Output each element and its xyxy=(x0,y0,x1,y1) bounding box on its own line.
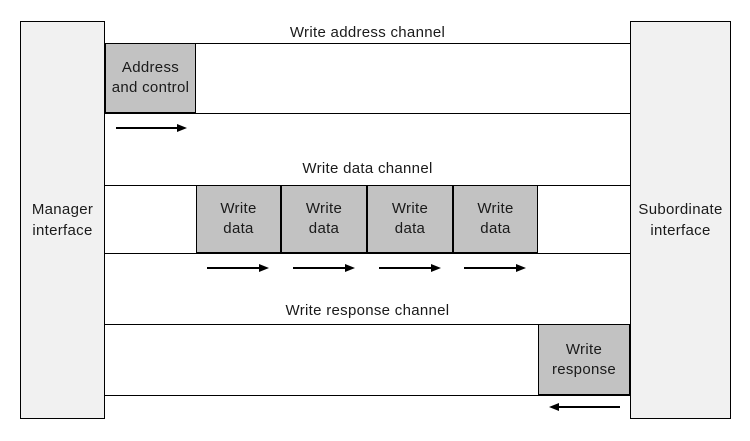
write-address-channel-title: Write address channel xyxy=(289,24,446,41)
write-data-label-line2: data xyxy=(308,220,340,237)
write-response-channel-title: Write response channel xyxy=(285,302,450,319)
arrow-shaft xyxy=(116,127,177,129)
right-arrow-icon xyxy=(379,263,441,273)
address-and-control-box: Address and control xyxy=(105,43,196,113)
write-data-label-line1: Write xyxy=(477,200,514,217)
left-arrow-icon xyxy=(549,402,620,412)
write-response-label-line2: response xyxy=(551,360,617,378)
write-data-box-3: Write data xyxy=(367,185,453,253)
write-data-box-4: Write data xyxy=(453,185,538,253)
arrow-head xyxy=(345,264,355,272)
lane-divider xyxy=(105,253,631,254)
lane-divider xyxy=(105,324,631,325)
right-arrow-icon xyxy=(464,263,526,273)
lane-divider xyxy=(105,43,631,44)
arrow-head xyxy=(516,264,526,272)
address-and-control-label-line1: Address xyxy=(121,59,180,76)
right-arrow-icon xyxy=(116,123,187,133)
write-data-label-line1: Write xyxy=(220,200,257,217)
arrow-head xyxy=(431,264,441,272)
subordinate-interface-label-line1: Subordinate xyxy=(638,201,723,218)
arrow-head xyxy=(177,124,187,132)
write-response-label-line1: Write xyxy=(565,340,603,358)
write-data-box-2: Write data xyxy=(281,185,367,253)
right-arrow-icon xyxy=(293,263,355,273)
manager-interface-label-line2: interface xyxy=(32,222,93,239)
write-data-label-line1: Write xyxy=(391,200,429,217)
arrow-head xyxy=(549,403,559,411)
arrow-head xyxy=(259,264,269,272)
arrow-shaft xyxy=(464,267,516,269)
manager-interface-label-line1: Manager xyxy=(31,201,94,218)
lane-divider xyxy=(105,113,631,114)
arrow-shaft xyxy=(559,406,620,408)
lane-divider xyxy=(105,395,631,396)
subordinate-interface-label-line2: interface xyxy=(650,222,711,239)
subordinate-interface-box: Subordinate interface xyxy=(630,21,731,419)
write-data-label-line2: data xyxy=(394,220,426,237)
address-and-control-label-line2: and control xyxy=(111,79,190,96)
arrow-shaft xyxy=(293,267,345,269)
write-data-channel-title: Write data channel xyxy=(302,160,433,177)
arrow-shaft xyxy=(379,267,431,269)
manager-interface-box: Manager interface xyxy=(20,21,105,419)
arrow-shaft xyxy=(207,267,259,269)
write-data-label-line1: Write xyxy=(305,200,343,217)
write-data-box-1: Write data xyxy=(196,185,281,253)
right-arrow-icon xyxy=(207,263,269,273)
write-data-label-line2: data xyxy=(480,220,511,237)
write-data-label-line2: data xyxy=(223,220,254,237)
write-response-box: Write response xyxy=(538,324,630,395)
